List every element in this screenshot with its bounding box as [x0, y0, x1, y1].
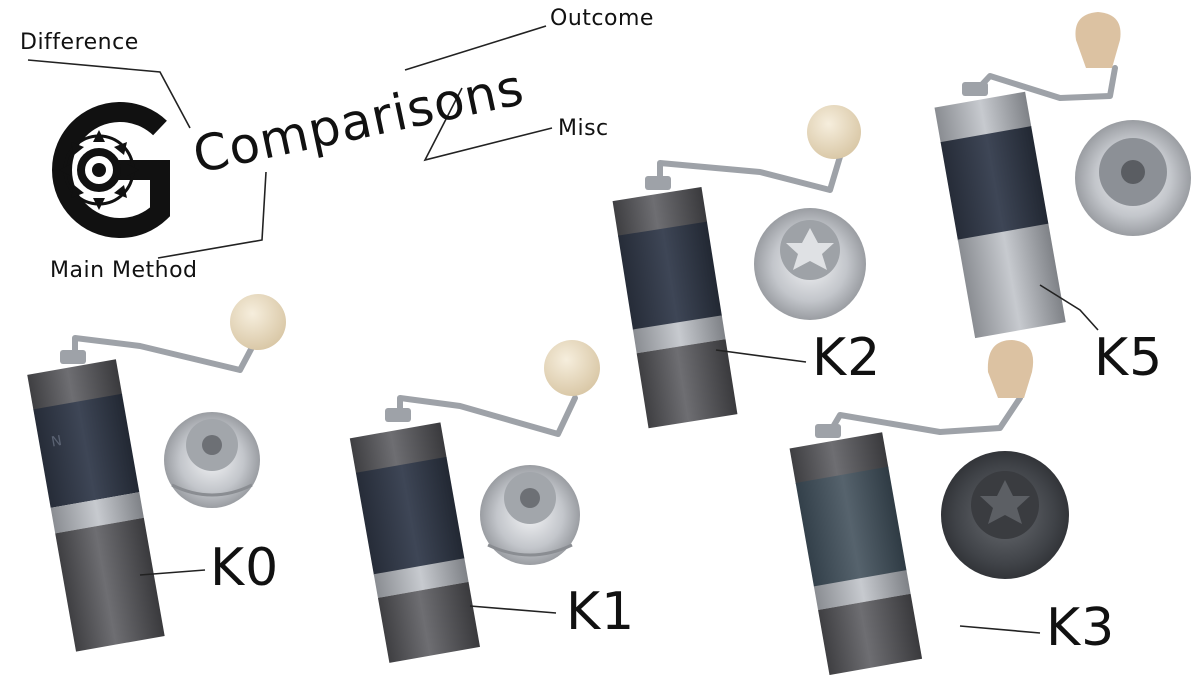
k2-knob — [807, 105, 861, 159]
label-k2: K2 — [812, 328, 882, 388]
grinder-k0: N — [27, 294, 286, 652]
main-method-line — [157, 171, 267, 259]
grinder-k3 — [789, 340, 1069, 675]
grinder-k2 — [612, 105, 866, 429]
annotation-lines — [27, 25, 553, 259]
label-k3: K3 — [1046, 598, 1116, 658]
grinder-k1 — [349, 340, 600, 663]
label-k5: K5 — [1094, 328, 1164, 388]
grinder-k5 — [934, 12, 1191, 339]
gear-g-logo-icon — [52, 102, 170, 238]
misc-annotation: Misc — [558, 116, 609, 141]
outcome-line — [404, 25, 547, 71]
main-method-annotation: Main Method — [50, 258, 198, 283]
svg-text:N: N — [50, 433, 63, 451]
label-k0: K0 — [210, 538, 280, 598]
misc-line — [423, 87, 553, 162]
k1-knob — [544, 340, 600, 396]
outcome-annotation: Outcome — [550, 6, 654, 31]
difference-annotation: Difference — [20, 30, 139, 55]
label-k1: K1 — [566, 582, 636, 642]
k0-knob — [230, 294, 286, 350]
k3-knob — [987, 340, 1034, 398]
k5-knob — [1075, 12, 1121, 68]
difference-line — [27, 59, 191, 129]
